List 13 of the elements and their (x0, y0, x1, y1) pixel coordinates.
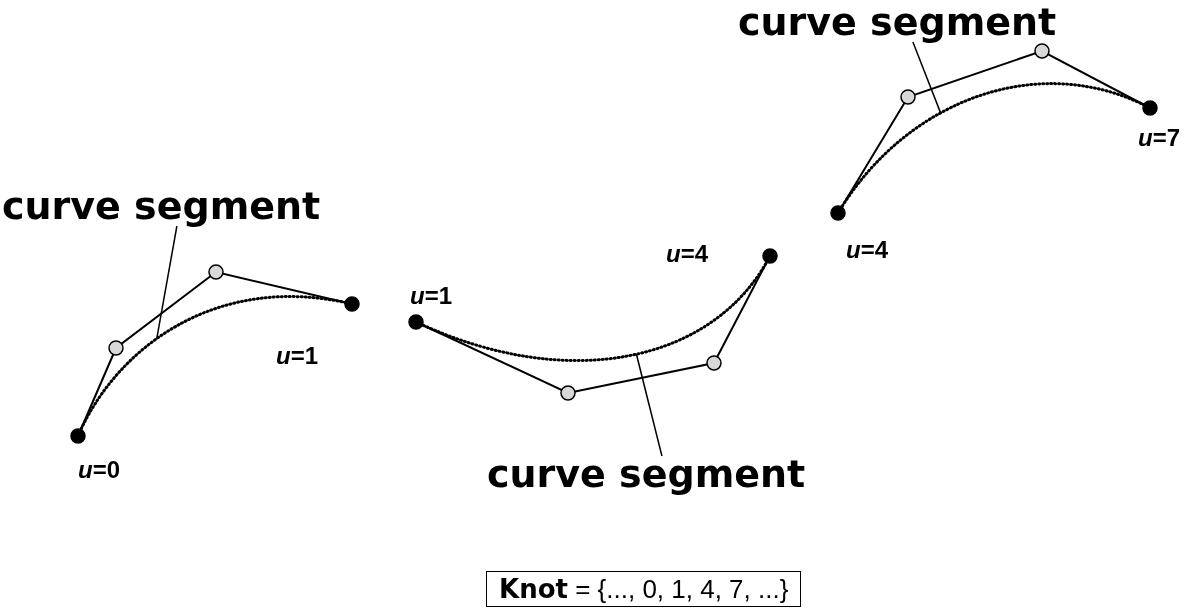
parameter-label: u=4 (666, 240, 709, 268)
segment-label: curve segment (738, 0, 1057, 44)
parameter-label: u=1 (410, 282, 453, 310)
segment-label: curve segment (487, 452, 806, 496)
parameter-label: u=0 (78, 456, 121, 484)
knot-vector-box: Knot = {..., 0, 1, 4, 7, ...} (486, 571, 802, 607)
parameter-label: u=7 (1138, 124, 1181, 152)
parameter-label: u=1 (276, 342, 319, 370)
leader-line (912, 41, 942, 114)
leader-line (635, 353, 663, 457)
segment-label: curve segment (2, 184, 321, 228)
parameter-label: u=4 (846, 236, 889, 264)
leader-line (156, 225, 178, 340)
